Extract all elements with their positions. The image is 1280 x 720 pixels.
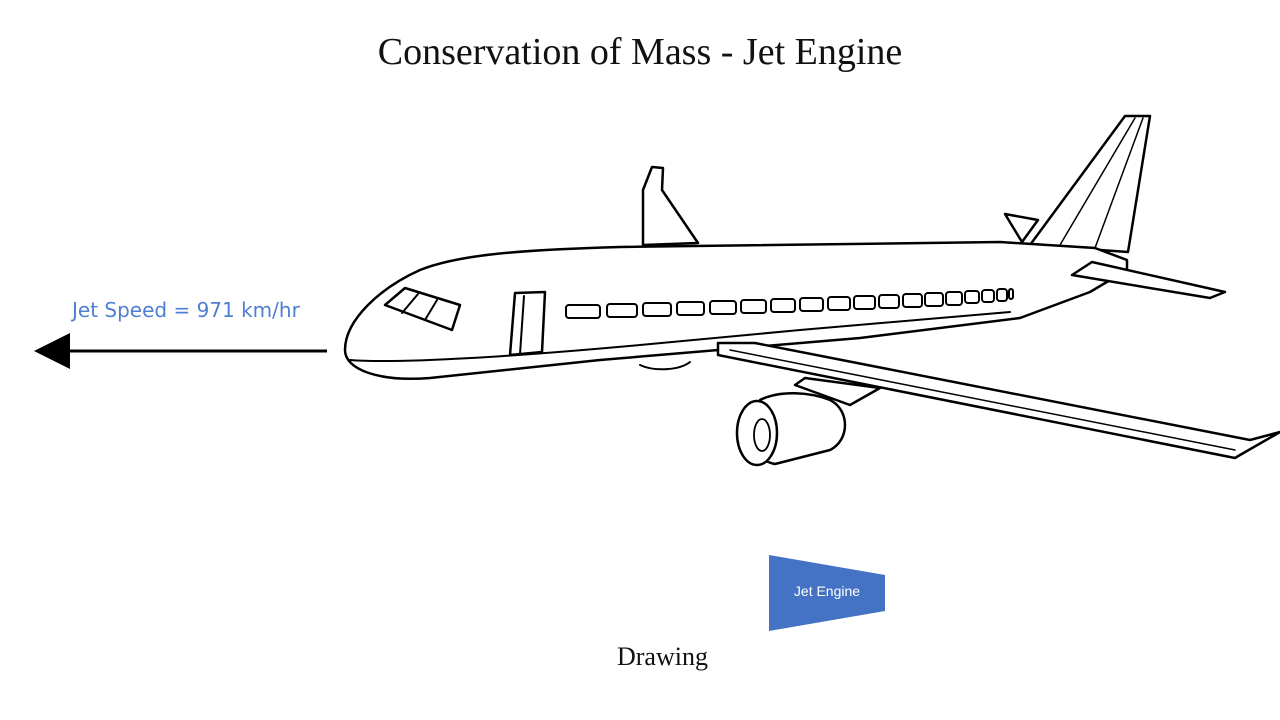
cabin-windows <box>565 288 1014 319</box>
caption-area: Drawing <box>600 642 720 672</box>
jet-speed-label: Jet Speed = 971 km/hr <box>72 298 300 322</box>
main-wing <box>716 341 1280 460</box>
engine-pylon <box>793 376 882 407</box>
direction-arrow <box>34 333 327 369</box>
jet-engine-label: Jet Engine <box>793 583 861 599</box>
cabin-door <box>508 290 547 357</box>
horizontal-stabilizer <box>1070 260 1227 300</box>
far-winglet <box>641 165 700 247</box>
tail-fin <box>1028 114 1152 254</box>
page-title: Conservation of Mass - Jet Engine <box>377 31 903 73</box>
cockpit-window <box>383 286 462 332</box>
jet-engine-shape <box>769 555 885 631</box>
airplane-drawing <box>343 114 1280 467</box>
drawing-caption: Drawing <box>617 642 708 671</box>
tail-fairing <box>1003 212 1040 244</box>
